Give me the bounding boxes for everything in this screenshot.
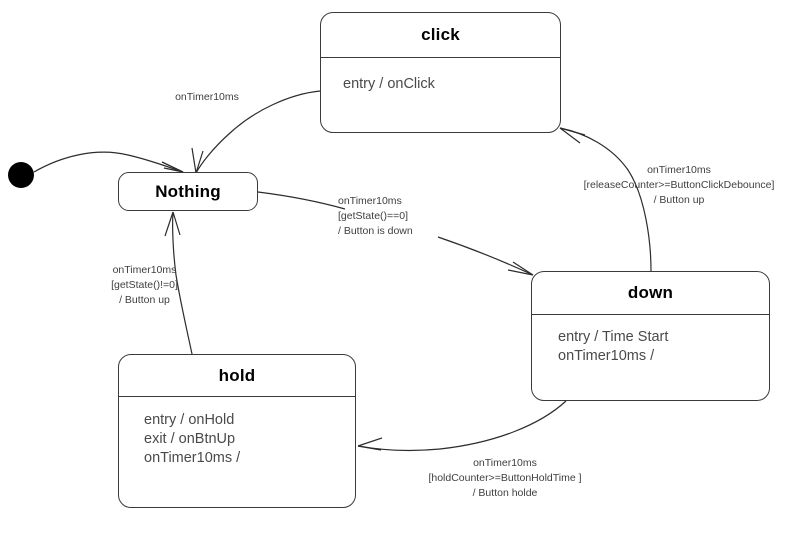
edge-down-to-hold bbox=[357, 400, 567, 452]
edge-click-to-nothing-arrowhead bbox=[191, 147, 204, 174]
edge-label-hold-to-nothing: onTimer10ms [getState()!=0] / Button up bbox=[111, 264, 178, 306]
edge-hold-to-nothing bbox=[172, 211, 193, 355]
edge-nothing-to-down-2 bbox=[437, 236, 534, 276]
state-hold-title: hold bbox=[218, 366, 256, 385]
initial-pseudostate bbox=[8, 162, 34, 188]
state-hold[interactable]: hold entry / onHold exit / onBtnUp onTim… bbox=[118, 354, 356, 508]
edge-down-to-click-arrowhead bbox=[559, 127, 586, 144]
state-down[interactable]: down entry / Time Start onTimer10ms / bbox=[531, 271, 770, 401]
edge-start-to-nothing-arrowhead bbox=[161, 161, 184, 173]
edge-nothing-to-down bbox=[257, 191, 346, 210]
edge-nothing-to-down-arrowhead bbox=[507, 261, 534, 276]
state-nothing-title: Nothing bbox=[155, 182, 221, 201]
edge-label-click-to-nothing: onTimer10ms bbox=[175, 91, 239, 103]
edge-label-down-to-click: onTimer10ms [releaseCounter>=ButtonClick… bbox=[583, 164, 775, 206]
state-click-body: entry / onClick bbox=[343, 76, 435, 92]
state-nothing[interactable]: Nothing bbox=[118, 172, 258, 211]
edge-label-down-to-hold: onTimer10ms [holdCounter>=ButtonHoldTime… bbox=[428, 457, 582, 499]
edge-label-nothing-to-down: onTimer10ms [getState()==0] / Button is … bbox=[338, 195, 413, 237]
state-click-divider bbox=[321, 57, 560, 58]
edge-click-to-nothing bbox=[195, 90, 321, 174]
state-down-title: down bbox=[627, 283, 674, 302]
state-hold-divider bbox=[119, 396, 355, 397]
edge-hold-to-nothing-arrowhead bbox=[164, 211, 181, 237]
state-click-title: click bbox=[421, 25, 460, 44]
state-click[interactable]: click entry / onClick bbox=[320, 12, 561, 133]
state-down-body: entry / Time Start onTimer10ms / bbox=[558, 329, 669, 365]
edge-start-to-nothing bbox=[33, 151, 184, 173]
edge-down-to-hold-arrowhead bbox=[357, 437, 383, 451]
state-down-divider bbox=[532, 314, 769, 315]
state-hold-body: entry / onHold exit / onBtnUp onTimer10m… bbox=[144, 412, 241, 467]
edge-down-to-click bbox=[559, 127, 652, 272]
